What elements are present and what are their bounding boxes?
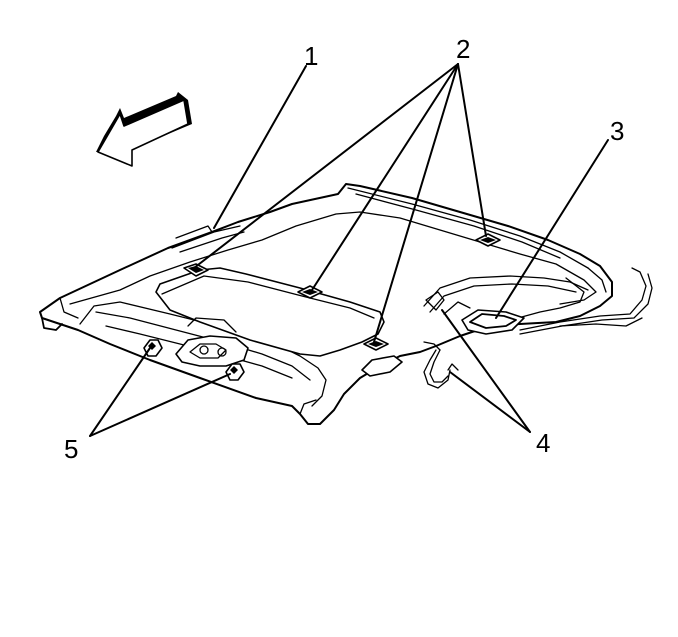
- dome-lamp: [461, 309, 525, 335]
- forward-direction-arrow-icon: [96, 92, 192, 167]
- callout-labels: 1 2 3 4 5: [64, 34, 624, 464]
- retainer-clip: [297, 285, 323, 299]
- overhead-console: [175, 317, 249, 367]
- retainer-clips: [183, 233, 501, 351]
- assist-handle-opening: [361, 355, 403, 377]
- retainer-clip: [363, 337, 389, 351]
- sunshade-pivot-left: [143, 339, 163, 357]
- callout-2: 2: [456, 34, 470, 64]
- callout-4: 4: [536, 428, 550, 458]
- leader-lines: [89, 63, 609, 437]
- sunroof-panel: [155, 267, 385, 357]
- callout-3: 3: [610, 116, 624, 146]
- callout-5: 5: [64, 434, 78, 464]
- retainer-clip: [183, 263, 209, 277]
- sunshade-pivot-right: [225, 363, 245, 381]
- wiring-harness: [423, 267, 653, 389]
- callout-1: 1: [304, 41, 318, 71]
- retainer-clip: [475, 233, 501, 247]
